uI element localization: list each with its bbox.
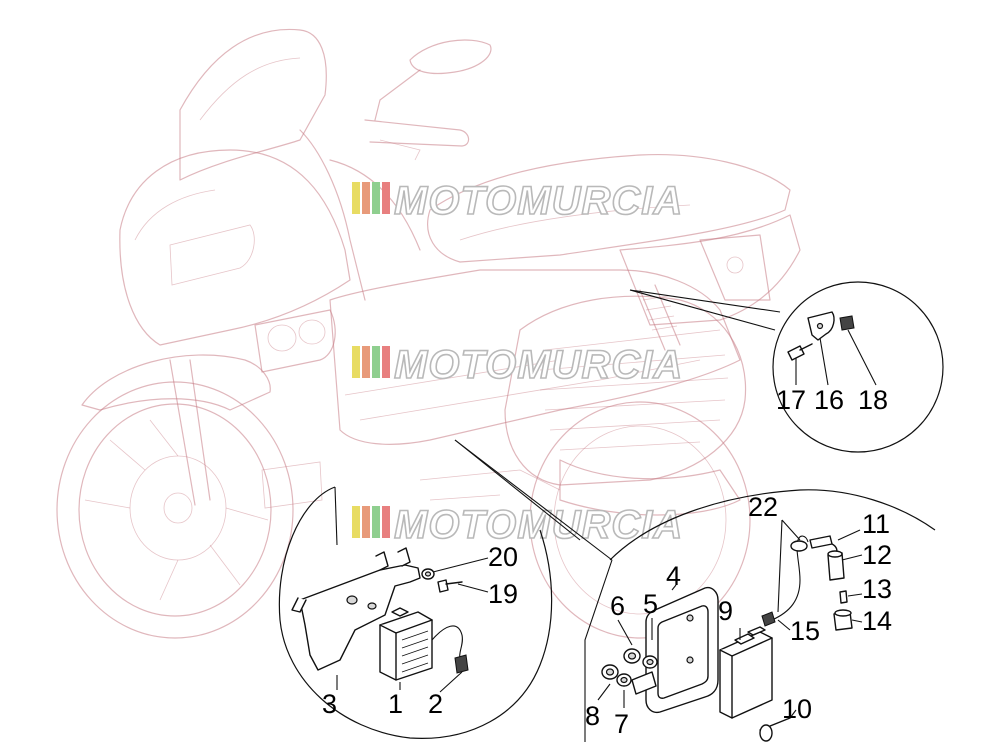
- callout-numbers-right: 4 5 6 7 8 9 10 22 11 12 13 14 15: [585, 492, 892, 739]
- callout-number-3: 3: [322, 689, 337, 719]
- engine: [504, 295, 747, 486]
- part-wiring-connector: [431, 625, 469, 674]
- part-sensor-sleeve: [827, 550, 845, 581]
- tail-light: [699, 234, 771, 301]
- callout-number-11: 11: [862, 509, 890, 539]
- callout-top-right: [629, 281, 944, 453]
- callout-numbers-top-right: 17 16 18: [776, 385, 888, 415]
- rear-wheel: [529, 401, 751, 639]
- callout-number-14: 14: [862, 606, 892, 636]
- part-bolt: [787, 343, 813, 361]
- detail-arc-regulator: [278, 486, 553, 739]
- front-fender: [81, 354, 271, 411]
- handlebar: [364, 119, 470, 147]
- callout-number-9: 9: [718, 596, 733, 626]
- mirror: [409, 39, 492, 75]
- callout-left: [278, 486, 553, 739]
- callout-number-19: 19: [488, 579, 518, 609]
- part-sensor: [809, 535, 838, 553]
- callout-number-4: 4: [666, 561, 681, 591]
- pointer-line: [629, 289, 781, 313]
- pointer-line: [629, 289, 776, 331]
- watermark-text: MOTOMURCIA: [394, 343, 683, 387]
- seat: [427, 153, 791, 263]
- rear-body: [619, 214, 801, 326]
- front-hub: [163, 492, 193, 524]
- callout-number-20: 20: [488, 542, 518, 572]
- callout-number-1: 1: [388, 689, 403, 719]
- callout-number-10: 10: [782, 694, 812, 724]
- front-wheel: [56, 381, 294, 639]
- callout-number-6: 6: [610, 591, 625, 621]
- callout-number-7: 7: [614, 709, 629, 739]
- pointer-line: [454, 439, 613, 561]
- pointer-line: [334, 486, 338, 546]
- callout-number-2: 2: [428, 689, 443, 719]
- detail-arc-ecu: [609, 489, 936, 561]
- watermark-top: MOTOMURCIA: [352, 178, 683, 224]
- front-fairing: [119, 149, 351, 346]
- callout-number-16: 16: [814, 385, 844, 415]
- scooter-silhouette: [56, 28, 801, 639]
- part-bolt-long: [759, 717, 791, 742]
- callout-number-5: 5: [643, 589, 658, 619]
- part-ecu-bracket: [631, 586, 719, 714]
- callout-number-18: 18: [858, 385, 888, 415]
- part-bracket-plate: [807, 311, 835, 341]
- part-voltage-regulator: [379, 607, 433, 681]
- front-rim: [78, 403, 272, 617]
- part-grommet: [833, 609, 853, 631]
- callout-number-13: 13: [862, 574, 892, 604]
- part-clip: [839, 315, 855, 331]
- headlight: [169, 224, 255, 286]
- part-screw: [437, 579, 463, 593]
- callout-numbers-left: 3 1 2 20 19: [322, 542, 518, 719]
- pointer-line: [584, 559, 613, 742]
- detail-circle-bracket: [772, 281, 944, 453]
- part-washers-nuts: [601, 648, 658, 687]
- part-small-screw: [839, 590, 848, 604]
- callout-number-15: 15: [790, 616, 820, 646]
- watermark-middle: MOTOMURCIA: [352, 342, 683, 388]
- side-vent: [254, 309, 336, 373]
- callout-number-12: 12: [862, 540, 892, 570]
- pointer-line: [454, 439, 581, 541]
- main-body: [329, 269, 741, 445]
- part-washer: [421, 568, 435, 580]
- part-ecu-unit: [719, 626, 773, 719]
- part-bracket: [291, 547, 421, 671]
- watermark-text: MOTOMURCIA: [394, 503, 683, 547]
- callout-number-17: 17: [776, 385, 806, 415]
- callout-number-8: 8: [585, 701, 600, 731]
- callout-number-22: 22: [748, 492, 778, 522]
- brake-disc: [129, 455, 227, 561]
- callout-bottom-right: [454, 439, 936, 742]
- exhaust: [559, 459, 741, 516]
- part-sensor-wire: [761, 535, 809, 627]
- windscreen: [179, 28, 327, 181]
- watermark-text: MOTOMURCIA: [394, 179, 683, 223]
